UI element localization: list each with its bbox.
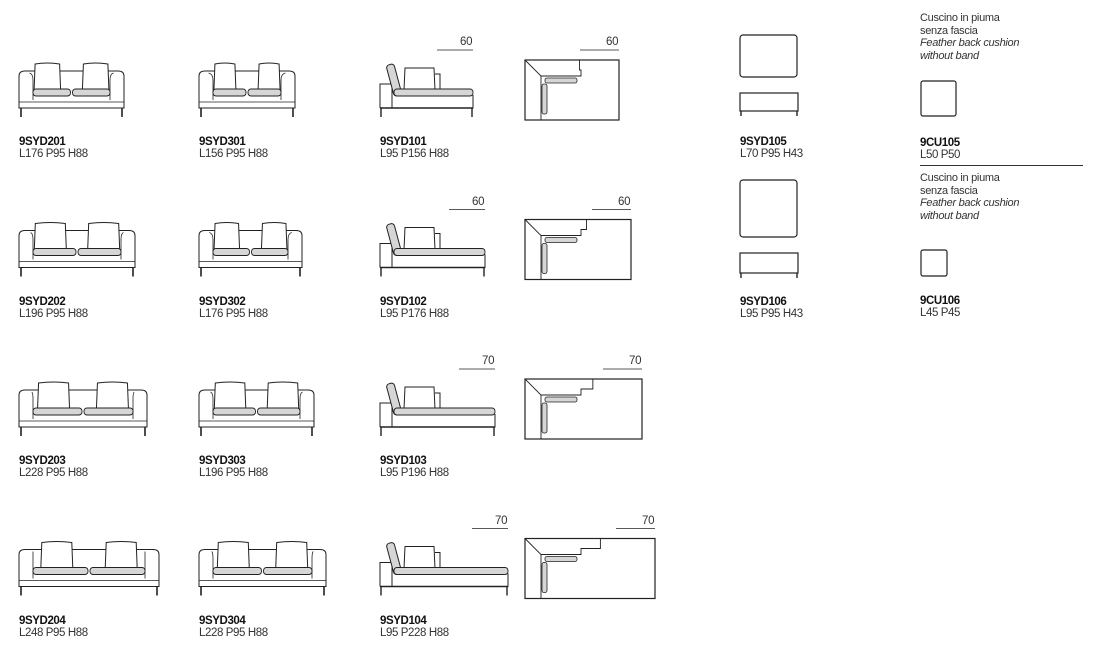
product-code: 9SYD202	[19, 295, 66, 308]
cushion-note-1: Cuscino in piuma senza fascia Feather ba…	[920, 12, 1019, 62]
cushion-note-2: Cuscino in piuma senza fascia Feather ba…	[920, 172, 1019, 222]
chaise-top-drawing	[524, 378, 643, 440]
product-dimensions: L45 P45	[920, 307, 961, 319]
product-code: 9SYD103	[380, 455, 427, 467]
product-dimensions: L156 P95 H88	[199, 148, 268, 160]
product-code: 9CU105	[920, 137, 960, 149]
product-code: 9SYD201	[19, 136, 66, 148]
divider	[920, 165, 1083, 166]
dimension-value: 60	[618, 195, 631, 208]
chaise-side-drawing	[379, 382, 496, 436]
product-dimensions: L228 P95 H88	[19, 467, 88, 479]
cushion-drawing	[920, 80, 957, 117]
product-dimensions: L248 P95 H88	[19, 626, 88, 639]
dimension-value: 70	[495, 514, 508, 527]
dimension-value: 60	[472, 195, 485, 208]
ottoman-side-drawing	[739, 252, 799, 278]
product-dimensions: L95 P176 H88	[380, 307, 449, 320]
dimension-value: 70	[629, 355, 642, 367]
sofa-2seat-drawing	[18, 541, 160, 596]
cushion-drawing	[920, 249, 948, 277]
product-code: 9CU106	[920, 295, 960, 307]
sofa-3seat-drawing	[198, 222, 303, 277]
sofa-3seat-drawing	[198, 62, 296, 117]
product-dimensions: L95 P95 H43	[740, 308, 803, 320]
sofa-2seat-drawing	[18, 222, 136, 277]
product-code: 9SYD104	[380, 614, 427, 627]
product-dimensions: L176 P95 H88	[199, 307, 268, 320]
product-code: 9SYD204	[19, 614, 66, 627]
ottoman-side-drawing	[739, 92, 799, 116]
chaise-top-drawing	[524, 59, 620, 121]
product-dimensions: L196 P95 H88	[199, 467, 268, 479]
product-dimensions: L95 P156 H88	[380, 148, 449, 160]
sofa-2seat-drawing	[18, 62, 125, 117]
product-dimensions: L196 P95 H88	[19, 307, 88, 320]
product-code: 9SYD301	[199, 136, 246, 148]
product-dimensions: L50 P50	[920, 149, 961, 161]
chaise-side-drawing	[379, 223, 486, 277]
note-it-line1: Cuscino in piuma	[920, 172, 1000, 184]
chaise-top-drawing	[524, 537, 656, 600]
product-code: 9SYD302	[199, 295, 246, 308]
dimension-value: 60	[606, 36, 619, 48]
product-dimensions: L95 P196 H88	[380, 467, 449, 479]
sofa-3seat-drawing	[198, 381, 315, 436]
note-en-line2: without band	[920, 49, 979, 62]
chaise-side-drawing	[379, 63, 474, 117]
dimension-value: 70	[482, 355, 495, 367]
note-en-line1: Feather back cushion	[920, 37, 1020, 49]
product-code: 9SYD105	[740, 136, 787, 148]
note-en-line1: Feather back cushion	[920, 197, 1020, 209]
product-code: 9SYD101	[380, 136, 427, 148]
product-dimensions: L176 P95 H88	[19, 148, 88, 160]
note-it-line1: Cuscino in piuma	[920, 12, 1000, 24]
product-code: 9SYD203	[19, 455, 66, 467]
chaise-top-drawing	[524, 218, 632, 281]
product-code: 9SYD106	[740, 296, 787, 308]
sofa-3seat-drawing	[198, 541, 327, 596]
ottoman-top-drawing	[739, 34, 798, 78]
dimension-value: 60	[460, 36, 473, 48]
product-dimensions: L228 P95 H88	[199, 626, 268, 639]
ottoman-top-drawing	[739, 179, 798, 238]
note-it-line2: senza fascia	[920, 184, 978, 197]
product-dimensions: L95 P228 H88	[380, 626, 449, 639]
chaise-side-drawing	[379, 542, 509, 596]
sofa-2seat-drawing	[18, 381, 148, 436]
product-dimensions: L70 P95 H43	[740, 148, 803, 160]
product-code: 9SYD102	[380, 295, 427, 308]
note-it-line2: senza fascia	[920, 24, 978, 37]
dimension-value: 70	[642, 514, 655, 527]
product-code: 9SYD304	[199, 614, 246, 627]
product-code: 9SYD303	[199, 455, 246, 467]
note-en-line2: without band	[920, 209, 979, 222]
